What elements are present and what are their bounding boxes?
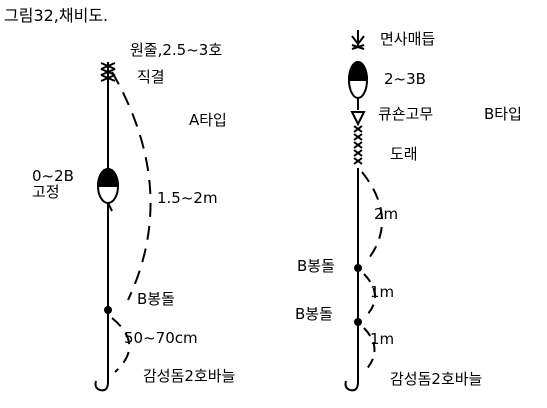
type-a-hook-icon — [94, 372, 109, 392]
figure-title: 그림32,채비도. — [4, 6, 109, 25]
type-a-sinker-label: B봉돌 — [137, 290, 175, 308]
type-a-float-mode-label: 고정 — [32, 183, 60, 201]
type-b-distance-arc-3 — [363, 327, 376, 373]
type-b-distance-arc-1 — [361, 171, 384, 263]
type-a-float-icon — [96, 168, 120, 212]
type-b-float-rating-label: 2~3B — [384, 70, 426, 88]
type-b-distance-arc-2 — [363, 273, 376, 317]
type-a-distance-2-label: 50~70cm — [124, 329, 198, 347]
type-b-thread-stopper-label: 면사매듭 — [380, 30, 436, 48]
type-a-distance-arc-1 — [111, 71, 152, 301]
type-a-rig — [94, 62, 152, 392]
type-b-thread-knot-mark — [351, 44, 365, 50]
type-b-sinker-1-label: B봉돌 — [297, 257, 335, 275]
type-a-knot-label: 직결 — [137, 68, 165, 86]
type-b-cushion-icon — [350, 111, 366, 127]
type-a-float-rating-label: 0~2B — [32, 167, 74, 185]
type-b-float-icon — [347, 61, 369, 99]
type-b-type-label: B타입 — [484, 105, 522, 123]
type-b-rig — [344, 30, 384, 392]
type-a-sinker-dot — [104, 306, 112, 314]
type-a-main-line-label: 원줄,2.5~3호 — [130, 41, 223, 59]
type-a-distance-arc-2 — [111, 317, 131, 373]
type-a-type-label: A타입 — [189, 111, 227, 129]
type-a-knot-mark — [100, 62, 116, 82]
type-b-distance-2-label: 1m — [370, 283, 395, 301]
type-b-sinker-2-dot — [354, 318, 362, 326]
type-b-distance-1-label: 2m — [374, 205, 399, 223]
type-b-swivel-label: 도래 — [390, 145, 418, 163]
type-a-hook-label: 감성돔2호바늘 — [143, 367, 236, 385]
type-b-hook-icon — [344, 372, 359, 392]
type-a-distance-1-label: 1.5~2m — [157, 189, 218, 207]
type-b-sinker-1-dot — [354, 264, 362, 272]
type-b-hook-label: 감성돔2호바늘 — [390, 370, 483, 388]
type-b-swivel-mark — [353, 125, 363, 165]
type-b-sinker-2-label: B봉돌 — [295, 305, 333, 323]
type-b-distance-3-label: 1m — [370, 330, 395, 348]
type-b-cushion-label: 큐숀고무 — [378, 105, 434, 123]
